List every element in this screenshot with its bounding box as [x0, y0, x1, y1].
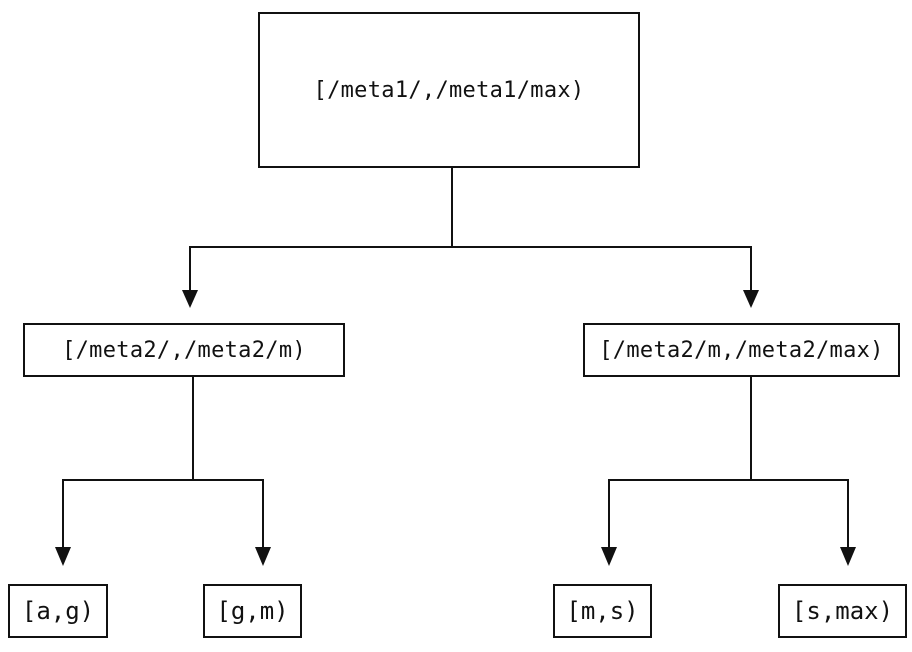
- leaf-node-a-g: [a,g): [8, 584, 108, 638]
- leaf-node-g-m: [g,m): [203, 584, 302, 638]
- node-meta2-right-label: [/meta2/m,/meta2/max): [599, 337, 884, 363]
- leaf-node-m-s: [m,s): [553, 584, 652, 638]
- leaf-m-s-label: [m,s): [566, 597, 639, 625]
- node-root: [/meta1/,/meta1/max): [258, 12, 640, 168]
- edge-meta2-right-to-children: [601, 377, 856, 566]
- node-meta2-right: [/meta2/m,/meta2/max): [583, 323, 900, 377]
- arrowhead-down-icon: [601, 547, 617, 566]
- arrowhead-down-icon: [55, 547, 71, 566]
- edge-meta2-left-to-children: [55, 377, 271, 566]
- leaf-node-s-max: [s,max): [778, 584, 907, 638]
- leaf-s-max-label: [s,max): [791, 597, 894, 625]
- arrowhead-down-icon: [182, 290, 198, 308]
- edge-root-to-children: [182, 168, 759, 308]
- leaf-a-g-label: [a,g): [21, 597, 95, 625]
- leaf-g-m-label: [g,m): [216, 597, 289, 625]
- arrowhead-down-icon: [840, 547, 856, 566]
- node-meta2-left-label: [/meta2/,/meta2/m): [62, 337, 306, 363]
- arrowhead-down-icon: [255, 547, 271, 566]
- node-meta2-left: [/meta2/,/meta2/m): [23, 323, 345, 377]
- arrowhead-down-icon: [743, 290, 759, 308]
- node-root-label: [/meta1/,/meta1/max): [313, 77, 585, 103]
